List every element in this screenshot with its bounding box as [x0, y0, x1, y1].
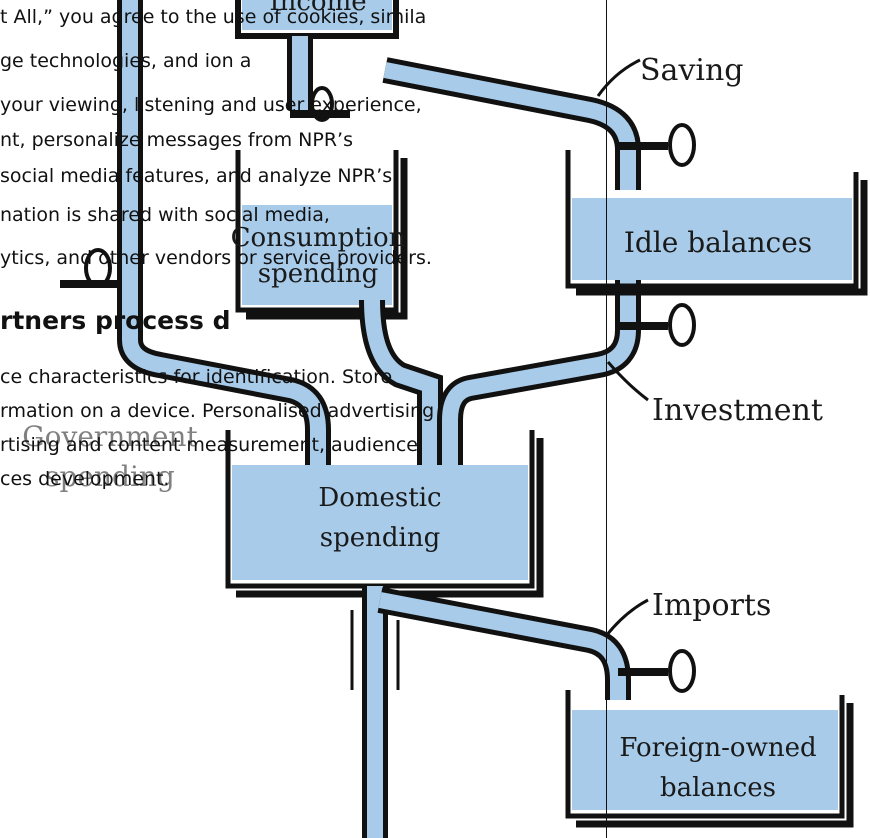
government-label-line1: Government	[22, 420, 198, 453]
consumption-label-line2: spending	[258, 259, 378, 289]
purposes-line: rmation on a device. Personalised advert…	[0, 400, 435, 422]
idle-balances-label: Idle balances	[624, 226, 812, 259]
income-tank: Income	[235, 0, 399, 39]
consent-panel-edge	[606, 0, 607, 838]
consent-line: nt, personalize messages from NPR’s	[0, 129, 353, 151]
consent-heading: rtners process d	[0, 306, 231, 335]
foreign-label-line2: balances	[660, 773, 776, 803]
investment-label: Investment	[652, 393, 823, 428]
saving-leader	[596, 58, 641, 97]
saving-pipe	[382, 57, 641, 190]
consent-line: your viewing, listening and user experie…	[0, 94, 422, 116]
government-pipe	[117, 0, 331, 470]
valve-saving	[618, 123, 696, 167]
valve-income	[290, 86, 350, 122]
consent-line: social media features, and analyze NPR’s	[0, 165, 393, 187]
consent-line: nation is shared with social media,	[0, 204, 330, 226]
consent-line: ge technologies, and ion a	[0, 50, 252, 72]
imports-leader	[604, 598, 649, 637]
valve-imports	[618, 649, 696, 693]
domestic-spending-tank: Domestic spending	[225, 430, 544, 598]
saving-label: Saving	[640, 53, 744, 88]
domestic-label-line2: spending	[320, 523, 440, 553]
domestic-feed-pipes	[359, 280, 641, 470]
output-pipes	[350, 586, 631, 838]
purposes-line: ce characteristics for identification. S…	[0, 366, 393, 388]
consumption-tank: Consumption spending	[231, 150, 408, 320]
domestic-label-line1: Domestic	[318, 483, 441, 513]
idle-balances-tank: Idle balances	[565, 150, 868, 296]
foreign-balances-tank: Foreign-owned balances	[565, 690, 854, 828]
income-label: Income	[269, 0, 366, 17]
consent-line: ytics, and other vendors or service prov…	[0, 247, 432, 269]
purposes-line: rtising and content measurement, audienc…	[0, 434, 418, 456]
imports-label: Imports	[652, 588, 771, 623]
valve-government	[60, 248, 120, 288]
valve-investment	[618, 303, 696, 347]
government-label-line2: spending	[45, 460, 175, 493]
consumption-label-line1: Consumption	[231, 223, 406, 253]
foreign-label-line1: Foreign-owned	[619, 733, 816, 763]
consent-line: t All,” you agree to the use of cookies,…	[0, 6, 427, 28]
investment-leader	[606, 361, 649, 402]
purposes-line: ces development.	[0, 468, 170, 490]
